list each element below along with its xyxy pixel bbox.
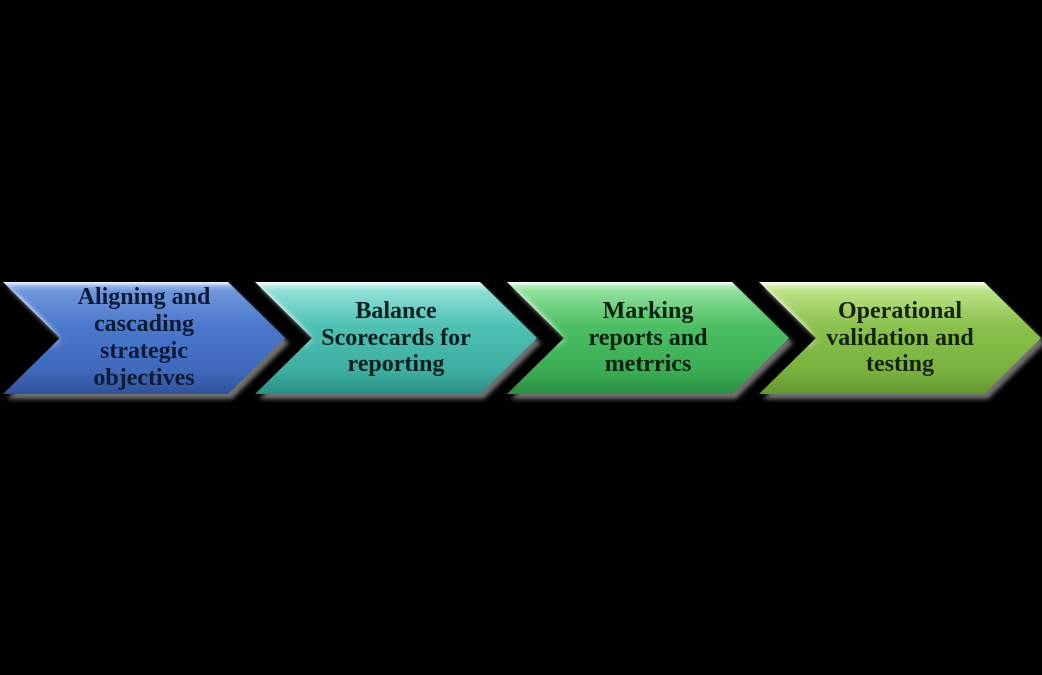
step-label-3: Marking reports and metrrics: [588, 297, 708, 378]
top-bevel-highlight: [507, 282, 789, 286]
step-label-2: Balance Scorecards for reporting: [321, 297, 471, 378]
step-arrow-2: Balance Scorecards for reporting: [255, 282, 537, 394]
chevron-shape-3: Marking reports and metrrics: [507, 282, 789, 394]
chevron-shape-1: Aligning and cascading strategic objecti…: [3, 282, 285, 394]
chevron-shape-4: Operational validation and testing: [759, 282, 1041, 394]
step-arrow-3: Marking reports and metrrics: [507, 282, 789, 394]
step-label-1: Aligning and cascading strategic objecti…: [77, 284, 211, 391]
step-arrow-1: Aligning and cascading strategic objecti…: [3, 282, 285, 394]
step-label-4: Operational validation and testing: [826, 297, 974, 378]
step-arrow-4: Operational validation and testing: [759, 282, 1041, 394]
chevron-shape-2: Balance Scorecards for reporting: [255, 282, 537, 394]
top-bevel-highlight: [255, 282, 537, 286]
top-bevel-highlight: [759, 282, 1041, 286]
